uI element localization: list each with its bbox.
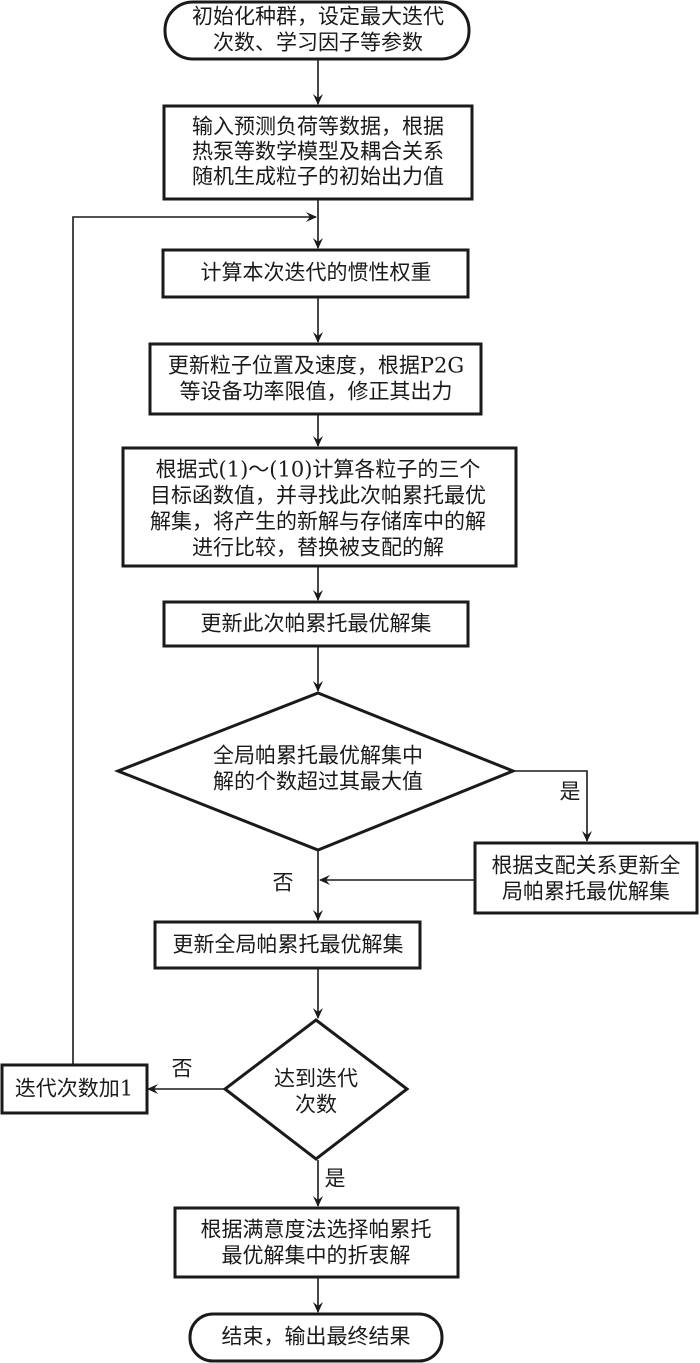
label-size-yes: 是 — [560, 780, 581, 804]
update-particles-line-1: 更新粒子位置及速度，根据P2G — [168, 354, 464, 378]
update-particles-node: 更新粒子位置及速度，根据P2G 等设备功率限值，修正其出力 — [148, 342, 483, 416]
dominance-line-1: 根据支配关系更新全 — [492, 854, 681, 878]
input-line-3: 随机生成粒子的初始出力值 — [192, 165, 444, 189]
end-node: 结束，输出最终结果 — [188, 1312, 444, 1363]
inertia-line-1: 计算本次迭代的惯性权重 — [201, 261, 432, 285]
arrow-decision-yes — [513, 770, 592, 842]
decision-size-line-1: 全局帕累托最优解集中 — [213, 744, 423, 768]
select-line-1: 根据满意度法选择帕累托 — [201, 1218, 432, 1242]
decision-size-node: 全局帕累托最优解集中 解的个数超过其最大值 — [113, 691, 518, 852]
label-size-no: 否 — [273, 871, 294, 895]
end-line-1: 结束，输出最终结果 — [222, 1325, 411, 1349]
label-iter-yes: 是 — [325, 1167, 346, 1191]
select-compromise-node: 根据满意度法选择帕累托 最优解集中的折衷解 — [173, 1206, 460, 1279]
global-pareto-line-1: 更新全局帕累托最优解集 — [173, 933, 404, 957]
input-line-1: 输入预测负荷等数据，根据 — [192, 115, 444, 139]
local-pareto-line-1: 更新此次帕累托最优解集 — [201, 612, 432, 636]
input-line-2: 热泵等数学模型及耦合关系 — [192, 140, 444, 164]
select-line-2: 最优解集中的折衷解 — [222, 1244, 411, 1268]
start-node: 初始化种群，设定最大迭代 次数、学习因子等参数 — [163, 0, 471, 61]
start-line-1: 初始化种群，设定最大迭代 — [192, 5, 444, 29]
dominance-line-2: 局帕累托最优解集 — [502, 880, 670, 904]
start-line-2: 次数、学习因子等参数 — [213, 31, 423, 55]
increment-iteration-node: 迭代次数加1 — [0, 1063, 149, 1115]
compute-line-4: 进行比较，替换被支配的解 — [192, 536, 444, 560]
connectors — [72, 60, 592, 1313]
update-global-pareto-node: 更新全局帕累托最优解集 — [153, 920, 422, 970]
inertia-weight-node: 计算本次迭代的惯性权重 — [161, 248, 470, 299]
update-local-pareto-node: 更新此次帕累托最优解集 — [162, 600, 470, 648]
compute-line-1: 根据式(1)～(10)计算各粒子的三个 — [156, 458, 481, 482]
increment-line-1: 迭代次数加1 — [15, 1077, 133, 1101]
compute-objectives-node: 根据式(1)～(10)计算各粒子的三个 目标函数值，并寻找此次帕累托最优 解集，… — [121, 446, 518, 568]
decision-iterations-node: 达到迭代 次数 — [222, 1018, 410, 1161]
decision-size-line-2: 解的个数超过其最大值 — [213, 770, 423, 794]
compute-line-3: 解集，将产生的新解与存储库中的解 — [150, 510, 486, 534]
decision-iter-line-2: 次数 — [295, 1093, 337, 1117]
input-data-node: 输入预测负荷等数据，根据 热泵等数学模型及耦合关系 随机生成粒子的初始出力值 — [162, 104, 474, 201]
loop-back-line — [72, 212, 317, 1064]
update-particles-line-2: 等设备功率限值，修正其出力 — [180, 380, 453, 404]
compute-line-2: 目标函数值，并寻找此次帕累托最优 — [150, 484, 486, 508]
label-iter-no: 否 — [172, 1057, 193, 1081]
decision-iter-line-1: 达到迭代 — [274, 1067, 358, 1091]
dominance-update-node: 根据支配关系更新全 局帕累托最优解集 — [473, 841, 699, 915]
